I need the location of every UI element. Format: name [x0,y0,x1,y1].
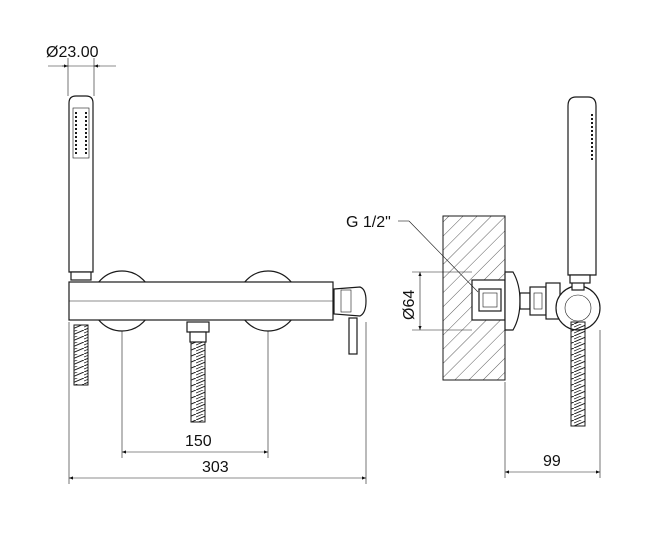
connection-fitting [471,279,506,321]
dim-center-distance: 150 [121,331,269,458]
rosette-profile [504,271,547,331]
hand-shower [68,95,94,281]
spray-nozzles [75,112,87,156]
dim-handshower-diameter: Ø23.00 [46,44,116,96]
dim-label-wall-plate-diameter: Ø64 [401,290,418,320]
hand-shower-side [567,96,597,284]
dim-label-projection-depth: 99 [543,453,561,470]
hose-left [73,324,89,386]
dim-label-center-distance: 150 [185,433,212,450]
side-view: G 1/2" Ø64 [346,96,601,478]
dim-overall-width: 303 [68,322,367,484]
hose-side [570,321,586,427]
leader-connection-thread: G 1/2" [346,214,479,293]
mixer-body [68,281,334,321]
dim-label-overall-width: 303 [202,459,229,476]
dim-wall-plate-diameter: Ø64 [401,271,472,331]
dim-label-handshower-diameter: Ø23.00 [46,44,99,61]
mixer-lever [333,286,367,355]
dim-projection-depth: 99 [504,330,601,478]
hose-outlet [186,321,210,423]
front-view: Ø23.00 [46,44,367,484]
holder-ring [555,279,601,331]
label-connection-thread: G 1/2" [346,214,391,231]
